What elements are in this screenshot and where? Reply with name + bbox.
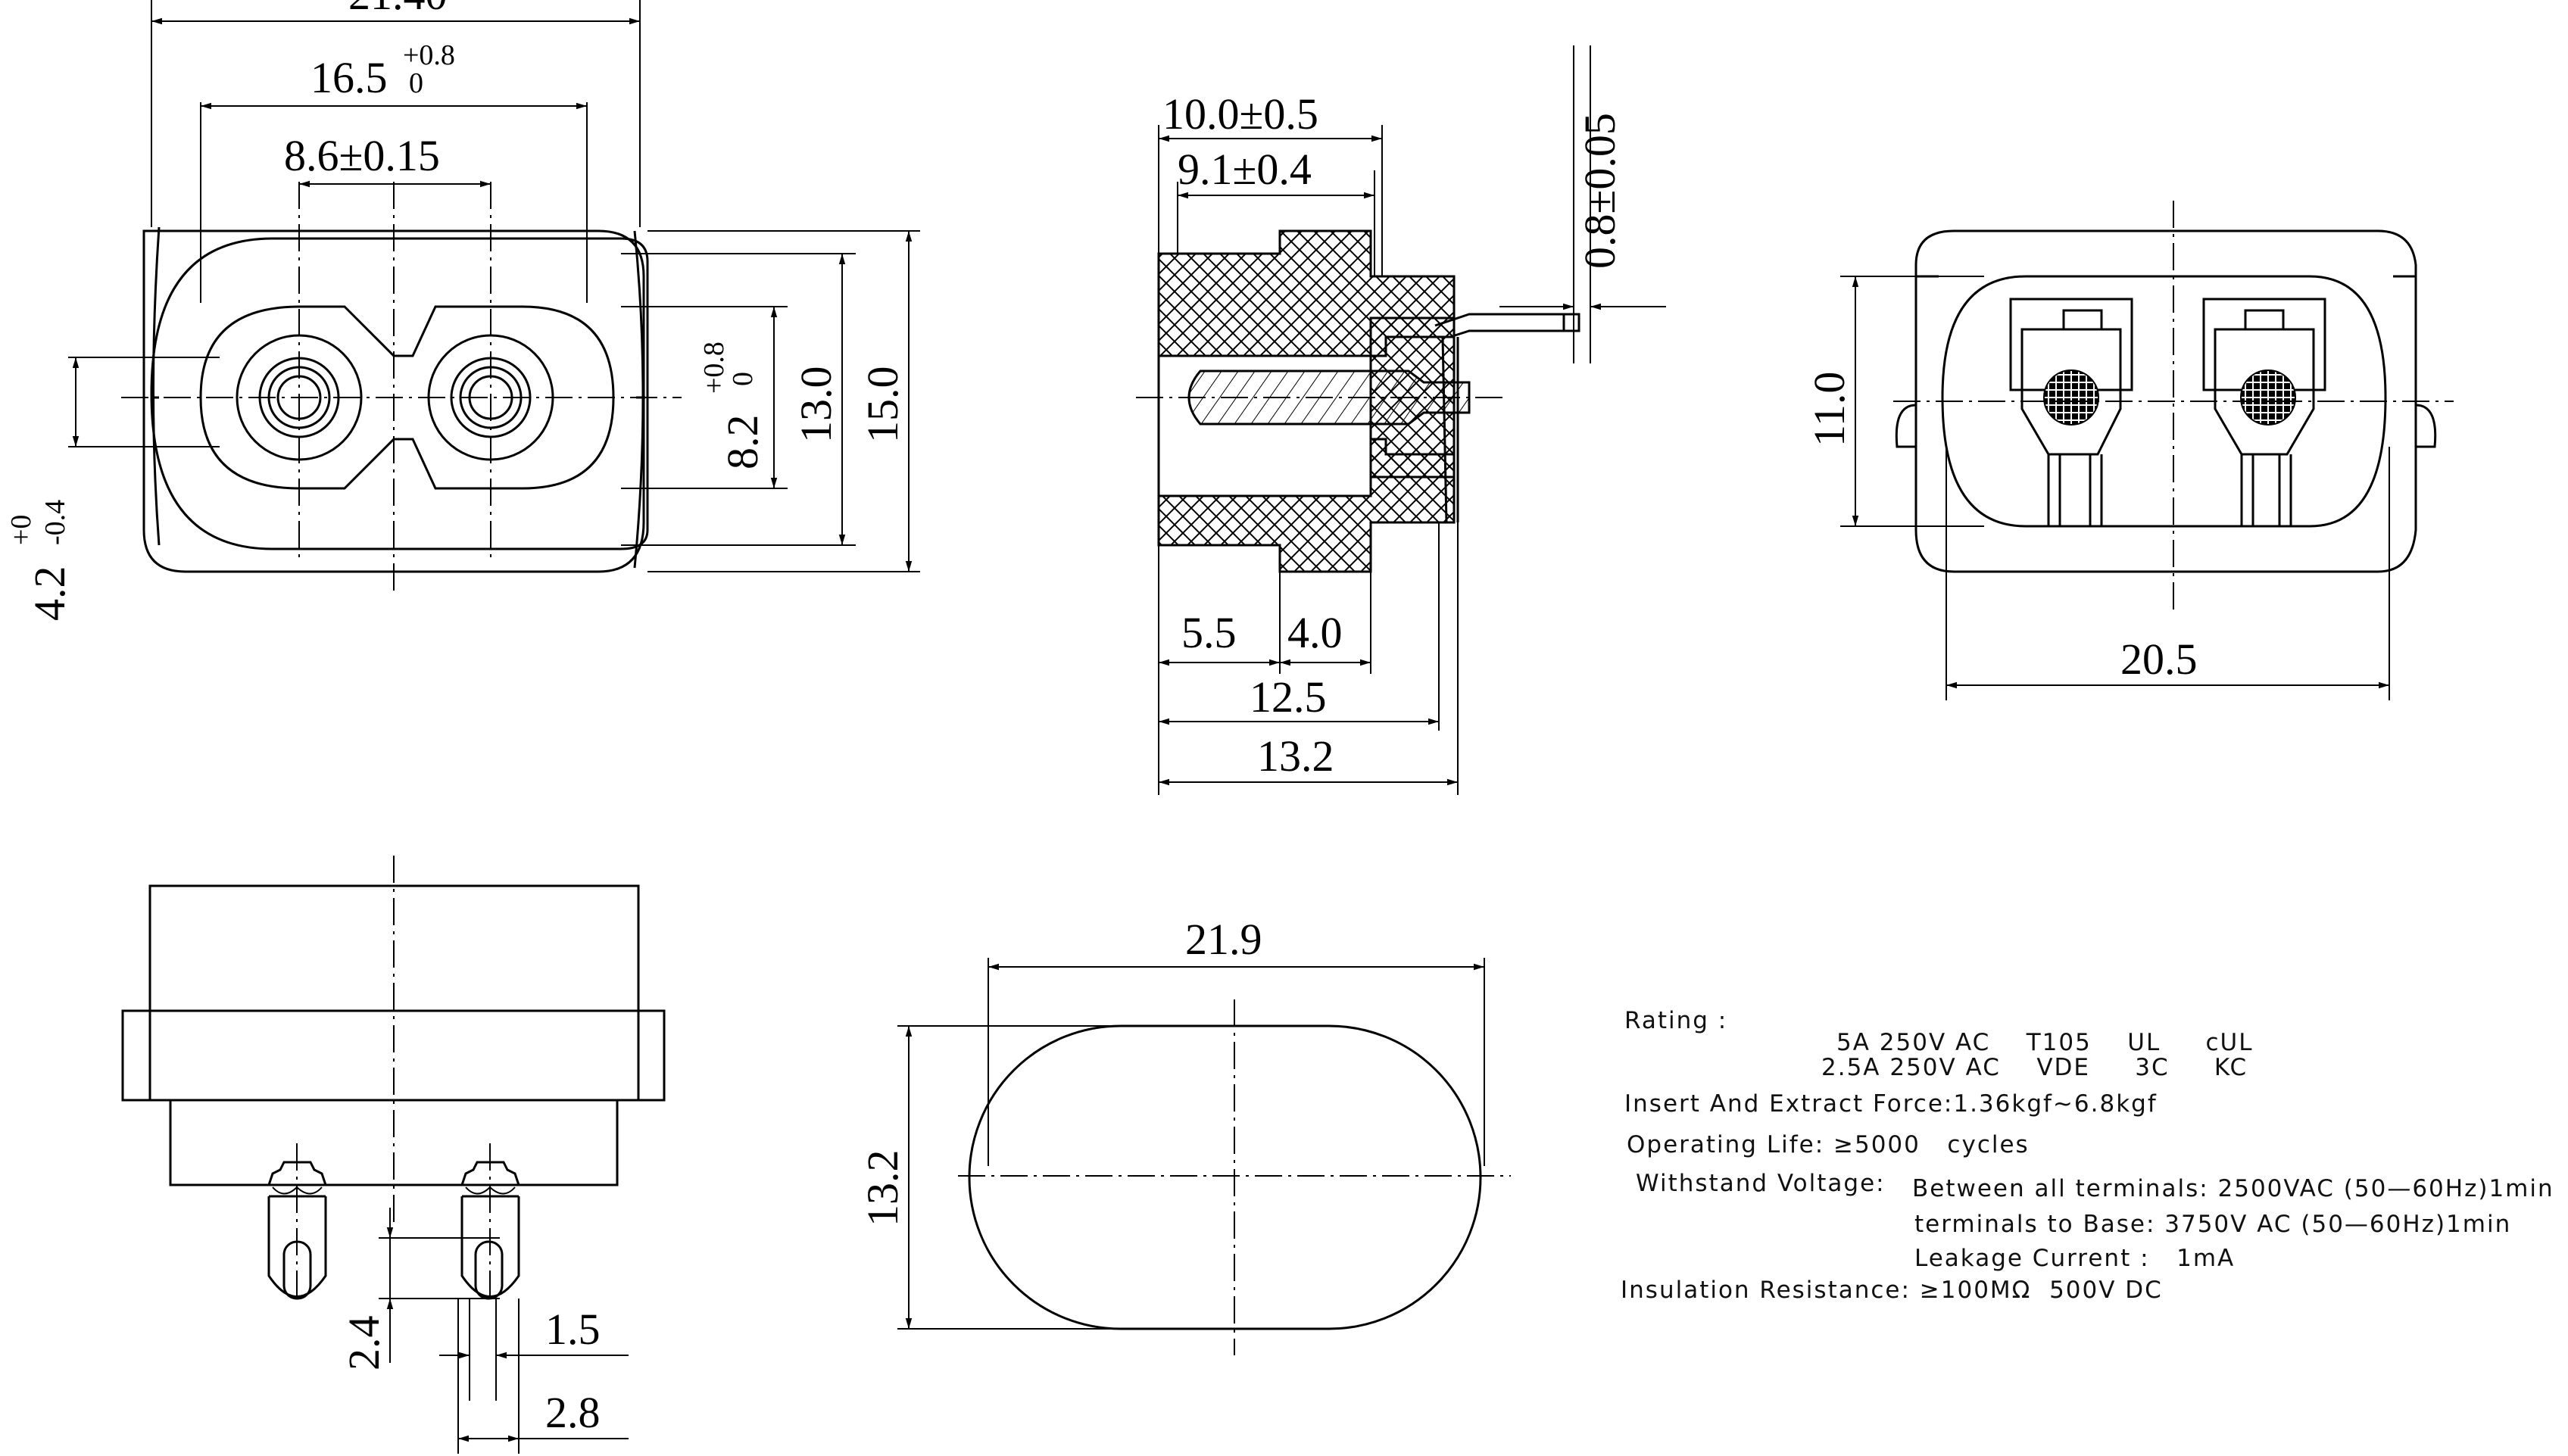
spec-insulation: Insulation Resistance: ≥100MΩ 500V DC xyxy=(1621,1277,2163,1304)
dim-pin-tol-minus: -0.4 xyxy=(39,500,71,545)
spec-operating-life: Operating Life: ≥5000 cycles xyxy=(1627,1131,2030,1158)
cutout-dim-height: 13.2 xyxy=(858,1150,907,1227)
rear-dim-width: 20.5 xyxy=(2120,634,2198,684)
dim-slot-tol-lower: 0 xyxy=(727,372,759,386)
spec-rating-label: Rating : xyxy=(1624,1007,1727,1034)
dim-pin-spacing: 8.6±0.15 xyxy=(284,131,440,180)
spec-withstand-line1: Between all terminals: 2500VAC (50—60Hz)… xyxy=(1912,1175,2554,1202)
bottom-dim-spacing: 2.8 xyxy=(545,1388,601,1437)
dim-flange: 4.0 xyxy=(1287,608,1343,657)
front-view: 21.40 16.5 +0.8 0 8.6±0.15 8.2 +0.8 0 13… xyxy=(5,0,920,621)
dim-height-outer: 15.0 xyxy=(858,366,907,444)
dim-pin-tol-plus: +0 xyxy=(5,515,37,545)
dim-slot-height: 8.2 xyxy=(718,415,767,470)
spec-withstand-line2: terminals to Base: 3750V AC (50—60Hz)1mi… xyxy=(1914,1211,2511,1238)
spec-rating-line1: 5A 250V AC T105 UL cUL xyxy=(1836,1029,2254,1056)
dim-total: 13.2 xyxy=(1257,731,1334,781)
dim-body: 12.5 xyxy=(1250,672,1327,722)
bottom-dim-pin-width: 1.5 xyxy=(545,1305,601,1354)
dim-pin-thickness: 0.8±0.05 xyxy=(1575,113,1624,269)
dim-width-base: 16.5 xyxy=(310,53,388,102)
dim-slot-tol-upper: +0.8 xyxy=(698,341,730,394)
dim-width-tol-upper: +0.8 xyxy=(403,39,455,71)
cutout-dim-width: 21.9 xyxy=(1185,915,1262,964)
spec-rating-line2: 2.5A 250V AC VDE 3C KC xyxy=(1821,1054,2248,1081)
specifications-block: Rating : 5A 250V AC T105 UL cUL 2.5A 250… xyxy=(1621,1007,2554,1304)
panel-cutout-view: 21.9 13.2 xyxy=(858,915,1511,1355)
spec-withstand-label: Withstand Voltage: xyxy=(1636,1170,1886,1197)
dim-depth-2: 9.1±0.4 xyxy=(1178,145,1312,194)
spec-insert-force: Insert And Extract Force:1.36kgf~6.8kgf xyxy=(1624,1090,2158,1118)
bottom-view: 1.5 2.4 2.8 xyxy=(121,856,666,1454)
spec-leakage: Leakage Current : 1mA xyxy=(1914,1245,2235,1272)
dim-height-inner: 13.0 xyxy=(791,366,841,444)
bottom-dim-pin-length: 2.4 xyxy=(339,1316,388,1371)
dim-overall-width: 21.40 xyxy=(348,0,448,19)
rear-view: 11.0 20.5 xyxy=(1805,201,2454,700)
dim-depth-1: 10.0±0.5 xyxy=(1162,89,1318,139)
dim-width-tol-lower: 0 xyxy=(409,67,423,99)
dim-pin-dia: 4.2 xyxy=(25,566,74,622)
dim-front: 5.5 xyxy=(1181,608,1237,657)
bottom-pin-right xyxy=(458,1161,526,1300)
bottom-pin-left xyxy=(265,1161,333,1300)
side-section-view: 10.0±0.5 9.1±0.4 0.8±0.05 5.5 4.0 12.5 1… xyxy=(1136,45,1666,795)
rear-dim-height: 11.0 xyxy=(1805,372,1854,447)
